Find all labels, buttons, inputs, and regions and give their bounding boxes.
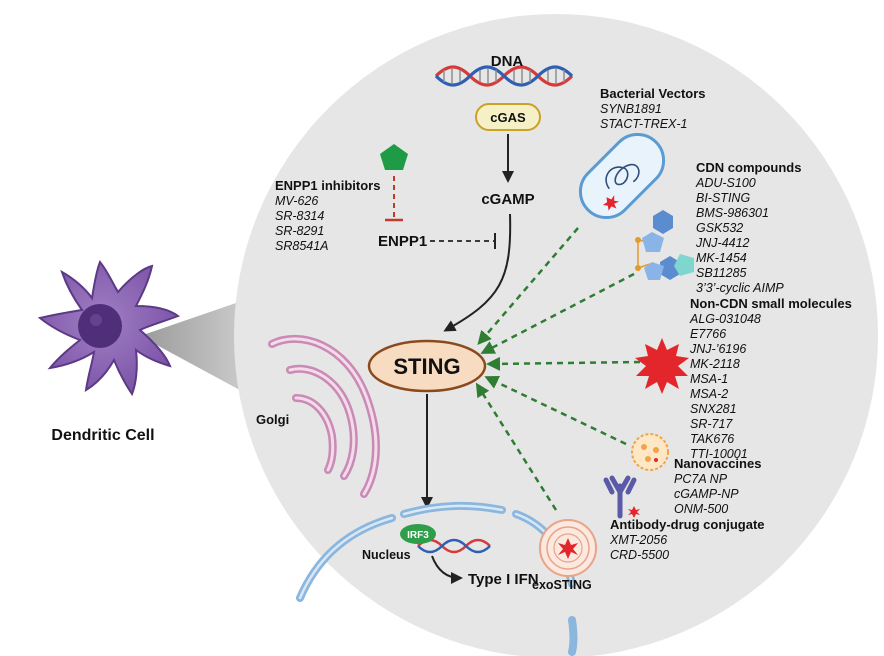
payload-icon: [628, 506, 640, 518]
list-item: CRD-5500: [610, 548, 669, 562]
non-cdn-title: Non-CDN small molecules: [690, 296, 852, 311]
exosting-arrow: [475, 382, 558, 511]
list-item: MSA-1: [690, 372, 728, 386]
cgamp-label: cGAMP: [481, 191, 534, 208]
list-item: SR8541A: [275, 239, 329, 253]
list-item: ALG-031048: [689, 312, 761, 326]
antibody-icon: [603, 475, 637, 519]
list-item: ONM-500: [674, 502, 728, 516]
list-item: MK-1454: [696, 251, 747, 265]
small-molecule-burst-icon: [635, 338, 689, 394]
list-item: E7766: [690, 327, 726, 341]
golgi-label: Golgi: [256, 412, 289, 427]
list-item: BI-STING: [696, 191, 750, 205]
exosting-icon: [539, 519, 597, 577]
list-item: SYNB1891: [600, 102, 662, 116]
list-item: MSA-2: [690, 387, 728, 401]
list-item: TAK676: [690, 432, 734, 446]
list-item: cGAMP-NP: [674, 487, 739, 501]
list-item: GSK532: [696, 221, 743, 235]
sting-node: [367, 339, 487, 393]
irf3-node: [400, 524, 436, 544]
nanovaccines-title: Nanovaccines: [674, 456, 761, 471]
pentagon-inhibitor-icon: [380, 144, 408, 170]
list-item: PC7A NP: [674, 472, 728, 486]
bacteria-icon: [578, 132, 666, 220]
nucleus-label: Nucleus: [362, 548, 411, 562]
type1ifn-label: Type I IFN: [468, 571, 539, 588]
exosting-label: exoSTING: [532, 578, 592, 592]
dna-label: DNA: [491, 53, 524, 70]
non-cdn-arrow: [486, 356, 641, 371]
non-cdn-list: Non-CDN small molecules ALG-031048 E7766…: [689, 296, 852, 461]
enpp1-label: ENPP1: [378, 233, 427, 250]
cgas-label: cGAS: [490, 110, 526, 125]
irf3-label: IRF3: [407, 530, 429, 541]
cdn-compounds-title: CDN compounds: [696, 160, 801, 175]
list-item: SNX281: [690, 402, 737, 416]
cell-label: Dendritic Cell: [51, 427, 154, 444]
adc-list: Antibody-drug conjugate XMT-2056 CRD-550…: [609, 517, 765, 562]
cgamp-to-sting-arrow: [443, 213, 512, 332]
nanovaccine-arrow: [484, 375, 627, 446]
list-item: SB11285: [696, 266, 747, 280]
list-item: SR-8314: [275, 209, 324, 223]
list-item: BMS-986301: [696, 206, 769, 220]
dna-helix-icon: [434, 65, 574, 87]
list-item: MV-626: [275, 194, 318, 208]
cgas-box: [475, 103, 541, 131]
dendritic-cell-icon: [37, 260, 181, 397]
golgi-inner: [270, 337, 378, 496]
adc-title: Antibody-drug conjugate: [610, 517, 765, 532]
list-item: STACT-TREX-1: [600, 117, 688, 131]
list-item: XMT-2056: [609, 533, 667, 547]
list-item: ADU-S100: [695, 176, 756, 190]
list-item: JNJ-4412: [695, 236, 750, 250]
ifn-arrow: [431, 555, 463, 584]
zoom-circle: [234, 14, 878, 656]
list-item: MK-2118: [690, 357, 740, 371]
bacterial-vectors-list: Bacterial Vectors SYNB1891 STACT-TREX-1: [600, 86, 706, 131]
bacterial-vectors-title: Bacterial Vectors: [600, 86, 706, 101]
enpp1-inhibitors-title: ENPP1 inhibitors: [275, 178, 380, 193]
list-item: 3’3’-cyclic AIMP: [696, 281, 784, 295]
enpp1-inhibitors-list: ENPP1 inhibitors MV-626 SR-8314 SR-8291 …: [275, 178, 380, 253]
activator-arrows: [475, 227, 641, 511]
cdn-compounds-list: CDN compounds ADU-S100 BI-STING BMS-9863…: [695, 160, 801, 295]
list-item: TTI-10001: [690, 447, 748, 461]
list-item: SR-717: [690, 417, 733, 431]
list-item: JNJ-’6196: [689, 342, 746, 356]
cdn-molecule-icon: [635, 210, 694, 280]
nanovaccines-list: Nanovaccines PC7A NP cGAMP-NP ONM-500: [674, 456, 761, 516]
nanoparticle-icon: [631, 433, 669, 471]
list-item: SR-8291: [275, 224, 324, 238]
bacterial-vector-arrow: [477, 227, 579, 346]
sting-label: STING: [393, 354, 460, 379]
